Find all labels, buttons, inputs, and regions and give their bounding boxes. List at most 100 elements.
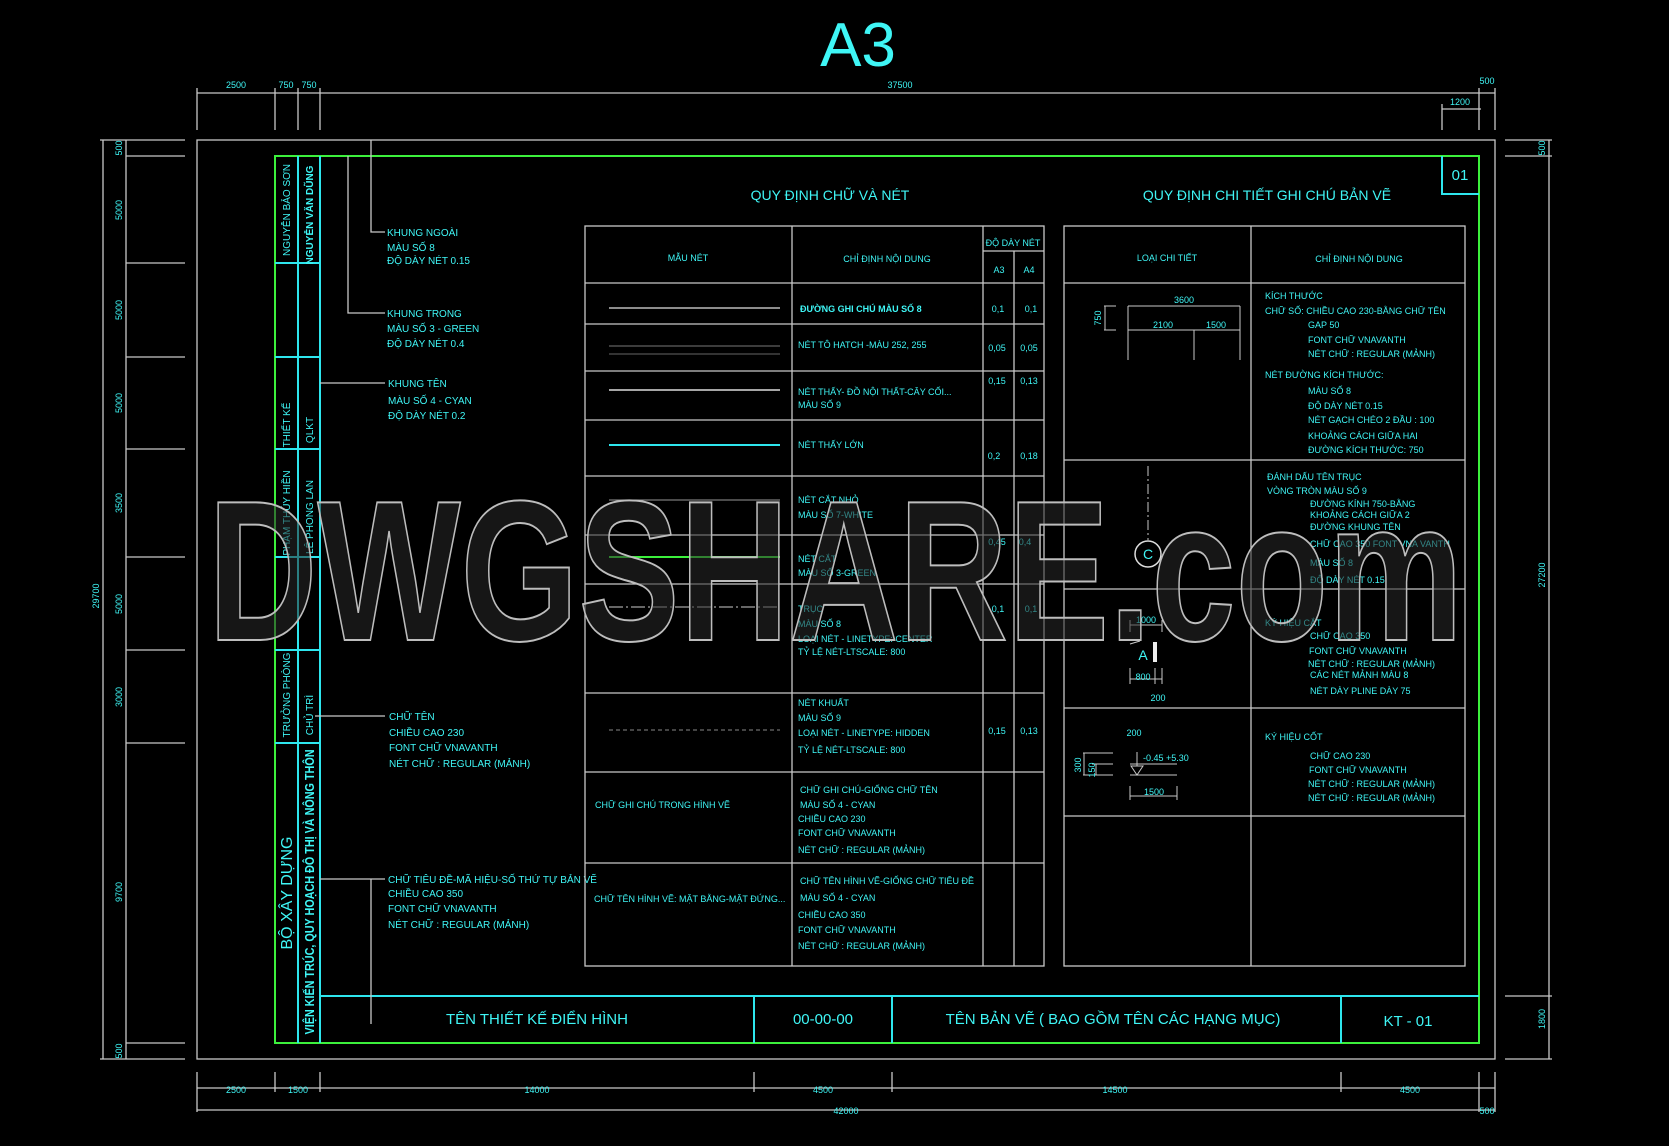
annotation-line: FONT CHỮ VNAVANTH (388, 902, 497, 915)
detail-content: CHỮ CAO 230 (1310, 751, 1370, 761)
annotation-title-frame: KHUNG TÊN (388, 377, 447, 390)
dim-bottom: 14000 (524, 1085, 549, 1095)
row-content: NÉT THẤY LỚN (798, 440, 864, 450)
header-a3: A3 (993, 265, 1004, 275)
thickness-a4: 0,05 (1020, 343, 1038, 353)
dim-label: 750 (1093, 310, 1103, 325)
detail-content: KÝ HIỆU CỐT (1265, 731, 1323, 742)
annotation-inner-frame: KHUNG TRONG (387, 309, 462, 320)
dim-label: 1500 (1206, 320, 1226, 330)
header-content: CHỈ ĐỊNH NỘI DUNG (843, 253, 931, 264)
annotation-line: ĐỘ DÀY NÉT 0.2 (388, 409, 466, 422)
dim-left: 500 (114, 140, 124, 155)
dim-top-37500: 37500 (887, 80, 912, 90)
annotation-line: FONT CHỮ VNAVANTH (389, 741, 498, 754)
detail-content: NÉT GẠCH CHÉO 2 ĐẦU : 100 (1308, 415, 1434, 425)
row-content: NÉT CẮT (798, 554, 837, 564)
detail-content: MÀU SỐ 8 (1310, 557, 1353, 568)
detail-standards-table: QUY ĐỊNH CHI TIẾT GHI CHÚ BẢN VẼ LOẠI CH… (1063, 187, 1466, 967)
dim-left: 5000 (114, 393, 124, 413)
thickness-a3: 0,45 (988, 537, 1006, 547)
dim-bottom-total: 42000 (833, 1106, 858, 1116)
row-content: TỶ LỆ NÉT-LTSCALE: 800 (798, 646, 905, 657)
detail-content: FONT CHỮ VNAVANTH (1309, 765, 1407, 775)
axis-bubble (1134, 540, 1162, 568)
dim-left: 5000 (114, 300, 124, 320)
dim-label: 200 (1126, 728, 1141, 738)
dim-left: 3000 (114, 687, 124, 707)
dim-label: 1500 (1144, 787, 1164, 797)
detail-content: ĐỘ DÀY NÉT 0.15 (1308, 401, 1383, 411)
dim-top-2500: 2500 (226, 80, 246, 90)
thickness-a4: 0,13 (1020, 726, 1038, 736)
row-content: MÀU SỐ 7-WHITE (798, 509, 873, 520)
row-content: NÉT CHỮ : REGULAR (MẢNH) (798, 844, 925, 855)
thickness-a4: 0,13 (1020, 376, 1038, 386)
dim-right: 1800 (1537, 1009, 1547, 1029)
detail-content: NÉT ĐƯỜNG KÍCH THƯỚC: (1265, 370, 1383, 380)
sheet-number: KT - 01 (1384, 1013, 1433, 1030)
detail-content: GAP 50 (1308, 320, 1339, 330)
dimension-labels: 2500 750 750 37500 500 1200 29700 500 50… (91, 76, 1547, 1116)
row-content: TỶ LỆ NÉT-LTSCALE: 800 (798, 744, 905, 755)
row-content: LOẠI NÉT - LINETYPE: CENTER (798, 634, 933, 644)
thickness-a3: 0,05 (988, 343, 1006, 353)
watermark-logo: DWGSHARE.com (208, 460, 1463, 683)
section-mark-drawing (1129, 620, 1163, 684)
dim-bottom: 4500 (813, 1085, 833, 1095)
annotation-name-text: CHỮ TÊN (389, 710, 435, 723)
detail-content: KÝ HIỆU CẮT (1265, 618, 1322, 628)
detail-content: NÉT CHỮ : REGULAR (MẢNH) (1308, 658, 1435, 669)
dim-label: 800 (1135, 672, 1150, 682)
row-content: CHỮ GHI CHÚ-GIỐNG CHỮ TÊN (800, 784, 938, 795)
header-thickness: ĐỘ DÀY NÉT (986, 238, 1041, 248)
dim-bottom: 2500 (226, 1085, 246, 1095)
annotation-line: CHIỀU CAO 230 (389, 726, 464, 739)
drawing-name: TÊN BẢN VẼ ( BAO GỒM TÊN CÁC HẠNG MỤC) (946, 1010, 1281, 1028)
detail-content: KÍCH THƯỚC (1265, 291, 1323, 301)
row-content: CHIỀU CAO 350 (798, 910, 866, 920)
dim-label: 200 (1150, 693, 1165, 703)
row-content: MÀU SỐ 4 - CYAN (800, 892, 875, 903)
detail-content: ĐƯỜNG KHUNG TÊN (1310, 522, 1401, 532)
thickness-a3: 0,15 (988, 376, 1006, 386)
level-value: -0.45 +5.30 (1143, 753, 1189, 763)
dim-left: 9700 (114, 882, 124, 902)
dim-label: 1000 (1136, 615, 1156, 625)
axis-bubble-label: C (1143, 546, 1153, 562)
side-role-chair: CHỦ TRÌ (303, 695, 316, 736)
row-content: NÉT CẮT NHỎ (798, 494, 859, 505)
detail-content: KHOẢNG CÁCH GIỮA HAI (1308, 430, 1418, 441)
detail-content: VÒNG TRÒN MÀU SỐ 9 (1267, 485, 1367, 496)
annotation-line: MÀU SỐ 4 - CYAN (388, 393, 472, 407)
dim-bottom: 1500 (288, 1085, 308, 1095)
line-standards-table: QUY ĐỊNH CHỮ VÀ NÉT MẪU NÉT CHỈ ĐỊNH NỘI… (584, 187, 1045, 967)
thickness-a3: 0,1 (992, 304, 1005, 314)
page-box-number: 01 (1452, 167, 1469, 184)
title-block: TÊN THIẾT KẾ ĐIỂN HÌNH 00-00-00 TÊN BẢN … (320, 156, 1479, 1043)
detail-content: CÁC NÉT MẢNH MÀU 8 (1310, 669, 1408, 680)
detail-content: NÉT CHỮ : REGULAR (MẢNH) (1308, 778, 1435, 789)
dim-label: 3600 (1174, 295, 1194, 305)
row-content: MÀU SỐ 3-GREEN (798, 567, 876, 578)
annotation-heading-text: CHỮ TIÊU ĐỀ-MÃ HIỆU-SỐ THỨ TỰ BẢN VẼ (388, 872, 597, 886)
side-role-qlkt: QLKT (305, 417, 316, 443)
row-content: FONT CHỮ VNAVANTH (798, 925, 896, 935)
dim-left-29700: 29700 (91, 583, 101, 608)
dim-left: 3500 (114, 493, 124, 513)
dim-label: 150 (1087, 762, 1097, 777)
annotation-line: ĐỘ DÀY NÉT 0.15 (387, 254, 470, 267)
dimension-lines (100, 88, 1552, 1112)
dim-right: 27200 (1537, 562, 1547, 587)
annotation-line: MÀU SỐ 3 - GREEN (387, 321, 479, 335)
detail-content: NÉT CHỮ : REGULAR (MẢNH) (1308, 792, 1435, 803)
thickness-a4: 0,18 (1020, 451, 1038, 461)
detail-content: NÉT CHỮ : REGULAR (MẢNH) (1308, 348, 1435, 359)
side-name-4: LÊ PHONG LAN (303, 480, 316, 554)
side-role-design: THIẾT KẾ (280, 402, 293, 447)
thickness-a4: 0,4 (1019, 537, 1032, 547)
drawing-code: 00-00-00 (793, 1011, 853, 1028)
thickness-a3: 0,2 (988, 451, 1001, 461)
